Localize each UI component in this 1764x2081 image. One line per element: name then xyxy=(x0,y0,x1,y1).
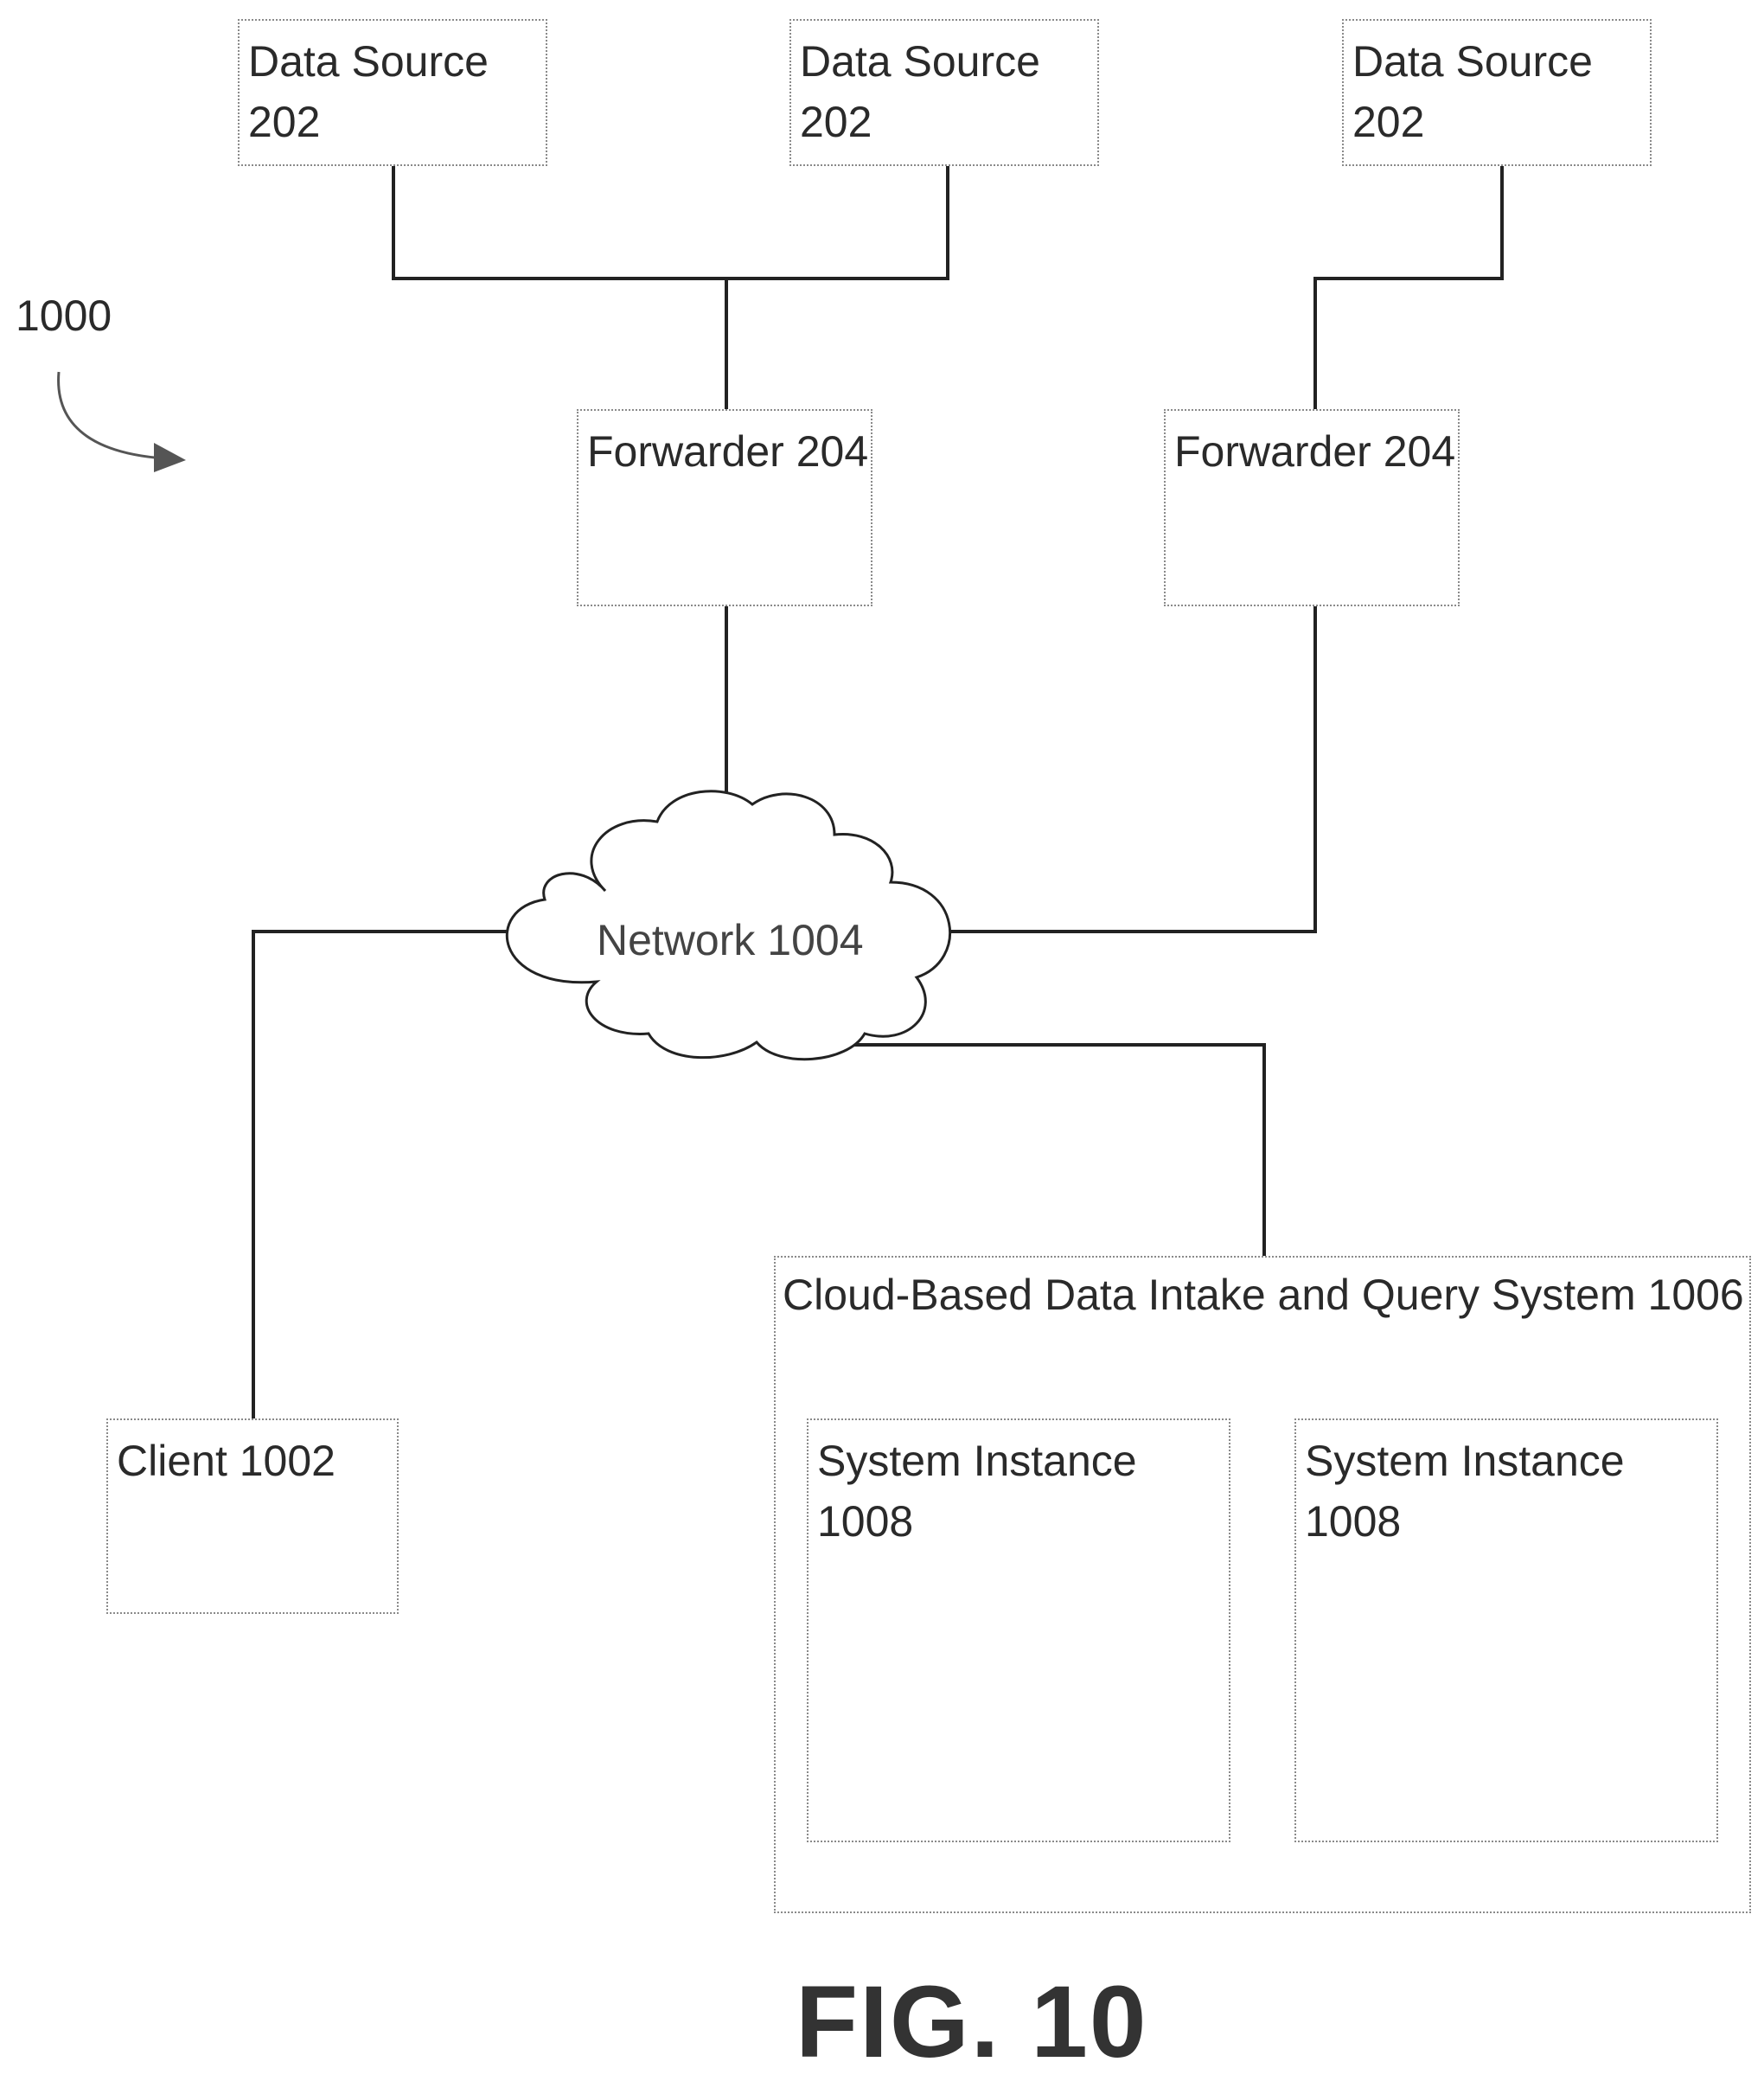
data-source-name: Data Source xyxy=(800,31,1040,92)
system-instance-name: System Instance xyxy=(817,1431,1137,1491)
data-source-ref: 202 xyxy=(800,92,1040,152)
system-instance-name: System Instance xyxy=(1305,1431,1625,1491)
system-instance-ref: 1008 xyxy=(817,1491,1137,1552)
system-instance-ref: 1008 xyxy=(1305,1491,1625,1552)
data-source-ref: 202 xyxy=(1352,92,1593,152)
system-instance-box-1: System Instance 1008 xyxy=(807,1418,1230,1842)
reference-arrow-curve xyxy=(59,372,164,458)
data-source-box-3: Data Source 202 xyxy=(1342,19,1652,166)
data-source-name: Data Source xyxy=(1352,31,1593,92)
connector-ds3-fw2 xyxy=(1315,166,1502,409)
reference-arrow-head xyxy=(154,443,186,472)
connector-network-client xyxy=(253,932,506,1418)
connector-network-cloud xyxy=(778,1045,1264,1256)
forwarder-label: Forwarder 204 xyxy=(1174,421,1455,482)
data-source-box-2: Data Source 202 xyxy=(789,19,1099,166)
connector-fw2-network xyxy=(951,606,1315,932)
connector-ds1-fw1 xyxy=(393,166,948,279)
data-source-ref: 202 xyxy=(248,92,489,152)
client-box: Client 1002 xyxy=(106,1418,399,1614)
forwarder-box-1: Forwarder 204 xyxy=(577,409,872,606)
data-source-box-1: Data Source 202 xyxy=(238,19,547,166)
reference-number: 1000 xyxy=(16,291,112,341)
client-label: Client 1002 xyxy=(117,1431,336,1491)
forwarder-box-2: Forwarder 204 xyxy=(1164,409,1460,606)
forwarder-label: Forwarder 204 xyxy=(587,421,868,482)
cloud-system-label: Cloud-Based Data Intake and Query System… xyxy=(783,1265,1744,1325)
data-source-name: Data Source xyxy=(248,31,489,92)
system-instance-box-2: System Instance 1008 xyxy=(1294,1418,1718,1842)
figure-label: FIG. 10 xyxy=(796,1963,1147,2081)
network-label: Network 1004 xyxy=(597,915,864,965)
